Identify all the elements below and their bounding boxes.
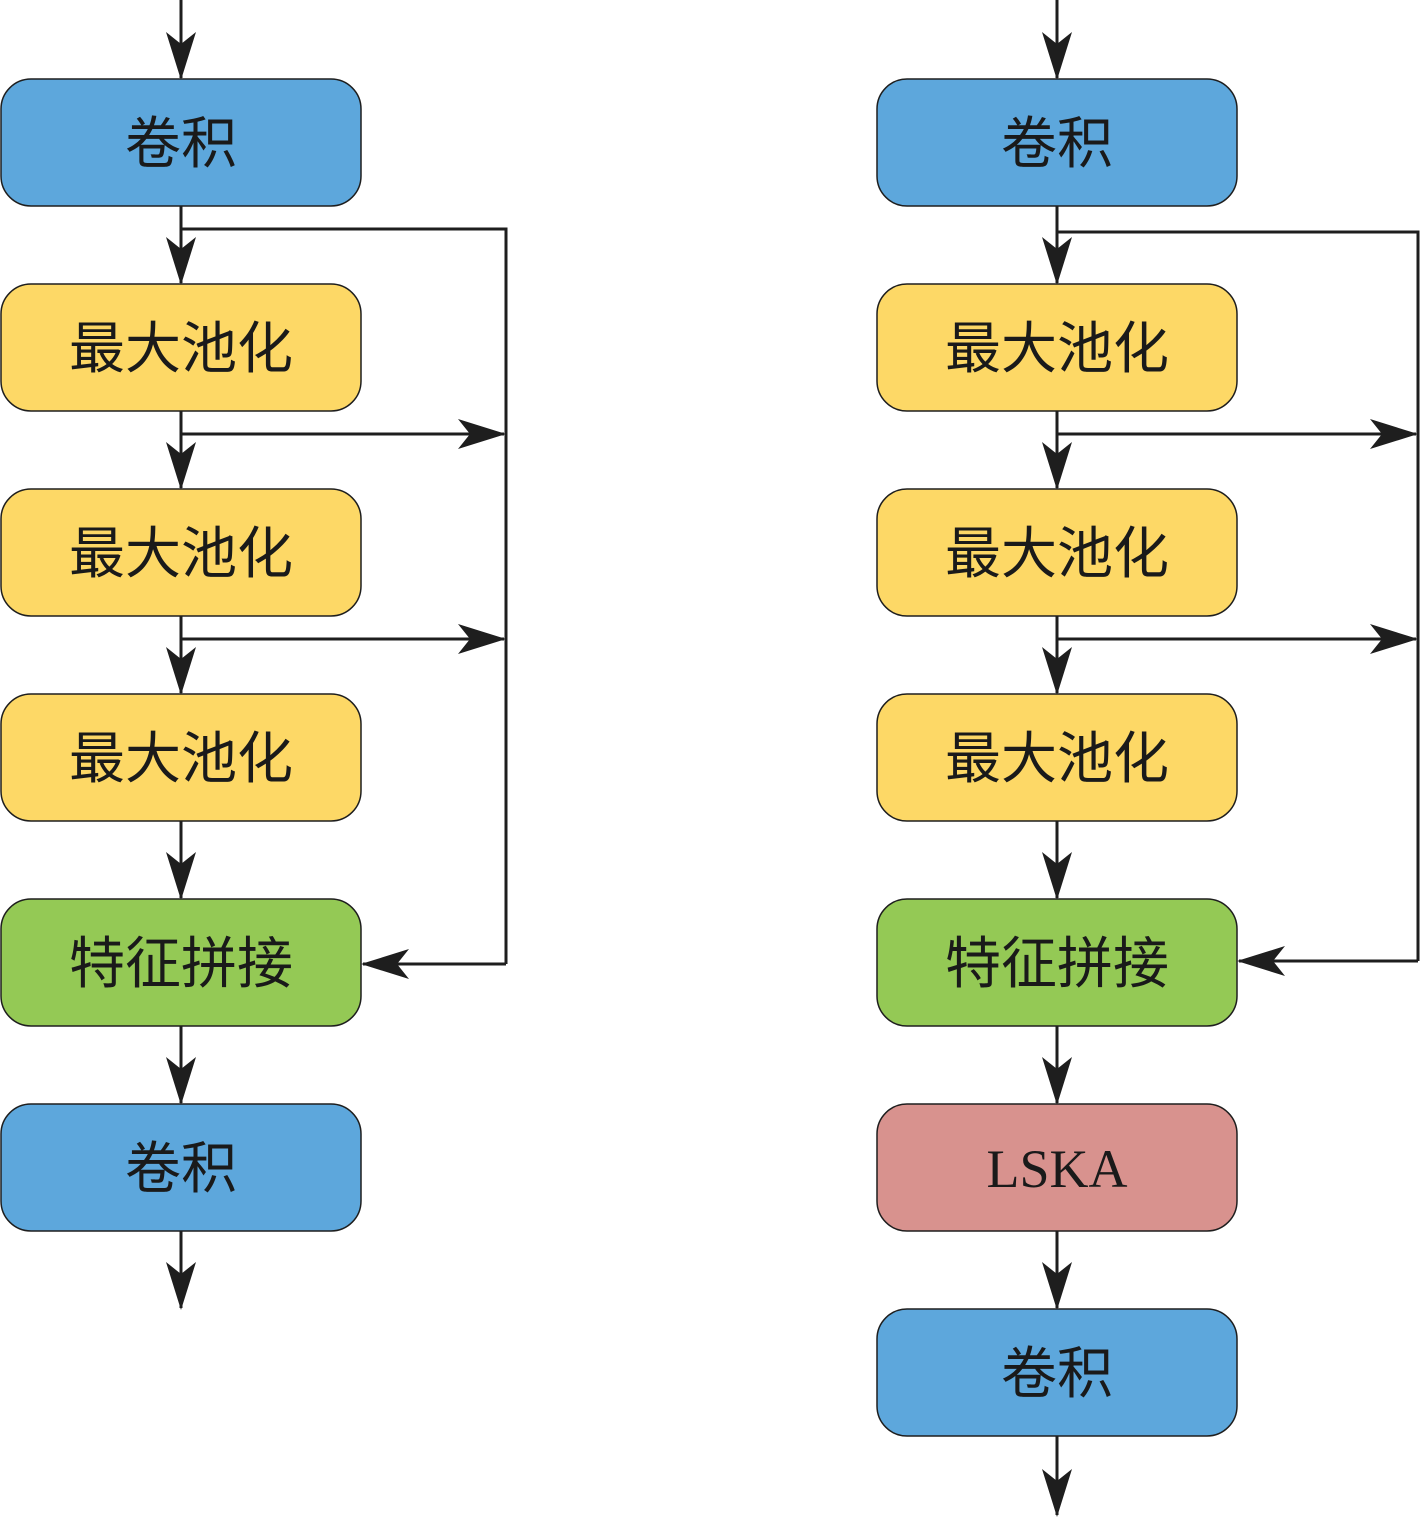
right-node-concat: 特征拼接	[876, 898, 1238, 1027]
left-pool-3-label: 最大池化	[69, 727, 293, 792]
right-node-pool-1: 最大池化	[876, 283, 1238, 412]
right-diagram: 卷积 最大池化 最大池化 最大池化 特征拼接 LSKA 卷积	[876, 0, 1420, 1517]
left-pool-2-label: 最大池化	[69, 522, 293, 587]
left-node-pool-2: 最大池化	[0, 488, 362, 617]
left-node-pool-1: 最大池化	[0, 283, 362, 412]
right-node-conv-bottom: 卷积	[876, 1308, 1238, 1437]
left-node-conv-top: 卷积	[0, 78, 362, 207]
right-node-lska: LSKA	[876, 1103, 1238, 1232]
right-conv-bottom-label: 卷积	[1001, 1342, 1113, 1407]
left-conv-top-label: 卷积	[125, 112, 237, 177]
left-node-concat: 特征拼接	[0, 898, 362, 1027]
right-pool-3-label: 最大池化	[945, 727, 1169, 792]
right-pool-1-label: 最大池化	[945, 317, 1169, 382]
left-diagram: 卷积 最大池化 最大池化 最大池化 特征拼接 卷积	[0, 0, 508, 1310]
left-connectors	[166, 0, 508, 1310]
right-skip-top	[1057, 230, 1420, 961]
left-skip-top	[181, 227, 508, 964]
left-node-pool-3: 最大池化	[0, 693, 362, 822]
left-conv-bottom-label: 卷积	[125, 1137, 237, 1202]
left-concat-label: 特征拼接	[69, 932, 293, 997]
right-node-pool-2: 最大池化	[876, 488, 1238, 617]
right-connectors	[1042, 0, 1420, 1517]
right-lska-label: LSKA	[986, 1139, 1127, 1199]
left-node-conv-bottom: 卷积	[0, 1103, 362, 1232]
right-node-conv-top: 卷积	[876, 78, 1238, 207]
right-conv-top-label: 卷积	[1001, 112, 1113, 177]
left-pool-1-label: 最大池化	[69, 317, 293, 382]
right-node-pool-3: 最大池化	[876, 693, 1238, 822]
right-concat-label: 特征拼接	[945, 932, 1169, 997]
right-pool-2-label: 最大池化	[945, 522, 1169, 587]
